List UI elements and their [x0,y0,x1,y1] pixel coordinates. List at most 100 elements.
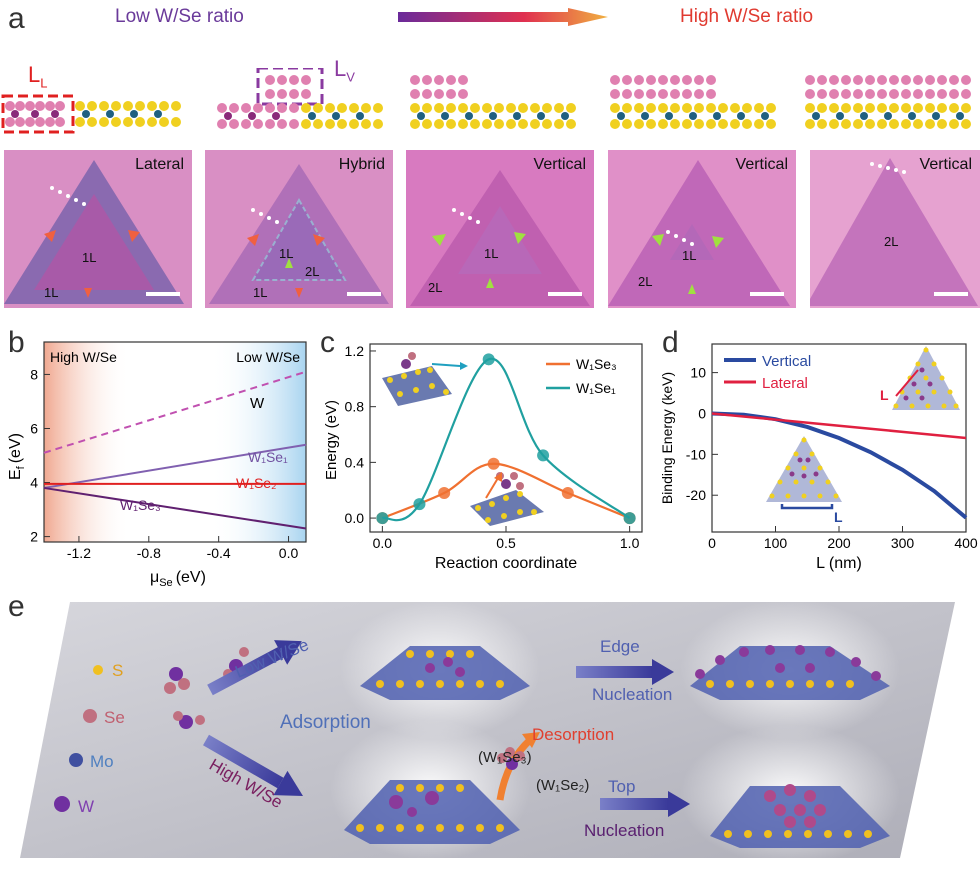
x-tick-label: 300 [891,535,915,551]
y-tick-label: 8 [30,366,38,382]
inset-lateral-triangle: L [880,346,960,410]
schematic-e: S Se Mo W [20,600,955,865]
s-atom-icon [93,665,103,675]
high-ws-region-label: High W/Se [50,349,117,365]
y-tick-label: 0.4 [345,454,365,470]
inset-l-label-lateral: L [880,387,889,403]
legend-w1se3: W₁Se₃ [576,356,617,372]
atom-legend [54,665,103,812]
x-tick-label: -0.4 [207,545,231,561]
line-label-w: W [250,395,265,412]
hybrid-model [217,68,383,129]
legend-s: S [112,661,123,680]
micro-image-hybrid: Hybrid 1L 2L 1L [205,150,393,308]
panel-b-label: b [8,326,25,359]
low-region-shade [210,342,306,542]
w1se2-label: (W₁Se₂) [536,777,589,794]
series-point-w1se3 [438,487,451,500]
layer-label: 1L [82,250,97,265]
vertical-model-3 [805,75,971,129]
y-tick-label: 0 [698,405,706,421]
y-tick-label: 10 [690,365,706,381]
chart-d-ylabel: Binding Energy (keV) [659,372,675,504]
series-point-w1se1 [376,512,389,525]
image-tag: Vertical [533,156,586,173]
inset-vertical-triangle: L [766,436,843,525]
series-point-w1se3 [561,487,574,500]
top-nucleation-label: Nucleation [584,821,664,840]
micro-image-vertical-2: Vertical 1L 2L [608,150,796,308]
layer-label: 1L [484,246,499,261]
layer-label: 2L [305,264,320,279]
cluster-edge [690,645,890,700]
inset-w1se1-structure [382,352,468,406]
lv-label: LV [334,56,355,85]
series-line-w1se1 [43,443,307,489]
legend-w1se1: W₁Se₁ [576,380,616,396]
low-ratio-label: Low W/Se ratio [115,6,244,27]
x-tick-label: 0.0 [373,535,393,551]
layer-label: 1L [279,246,294,261]
chart-b-frame [43,341,307,543]
ll-label: LL [28,62,48,91]
edge-label: Edge [600,637,640,656]
series-point-w1se1 [537,449,550,462]
series-line-lateral [711,412,967,440]
scale-bar [146,292,180,296]
y-tick-label: -10 [686,446,706,462]
x-tick-label: 400 [954,535,978,551]
legend-mo: Mo [90,752,114,771]
image-tag: Vertical [919,156,972,173]
top-label: Top [608,777,635,796]
chart-b-xlabel: μSe(eV) [150,569,206,589]
adsorption-label: Adsorption [280,712,371,733]
scale-bar [548,292,582,296]
mo-atom-icon [69,753,83,767]
chart-c-ylabel: Energy (eV) [323,400,340,480]
high-ws-arrow [203,734,303,796]
micro-image-vertical-1: Vertical 1L 2L [406,150,594,308]
cluster-high [344,780,520,844]
chart-d-xlabel: L (nm) [816,555,862,572]
low-ws-region-label: Low W/Se [236,349,300,365]
legend-lateral: Lateral [762,375,808,392]
layer-label: 2L [638,274,653,289]
micro-image-lateral: Lateral 1L 1L [4,150,192,308]
series-point-w1se1 [413,498,426,511]
y-tick-label: 2 [30,529,38,545]
y-tick-label: 4 [30,475,38,491]
image-tag: Lateral [135,156,184,173]
panel-e-label: e [8,590,25,623]
scale-bar [934,292,968,296]
y-tick-label: -20 [686,487,706,503]
micro-image-vertical-3: Vertical 2L [810,150,980,308]
w-atom-icon [54,796,70,812]
scale-bar [750,292,784,296]
edge-arrow [576,659,674,685]
y-tick-label: 6 [30,420,38,436]
y-tick-label: 0.0 [345,510,365,526]
line-label-w1se2: W₁Se₂ [236,475,277,491]
low-ws-arrow [207,640,302,696]
series-point-w1se3 [487,457,500,470]
legend-w: W [78,797,94,816]
panel-a-label: a [8,2,25,35]
y-tick-label: 0.8 [345,399,365,415]
layer-label: 1L [44,285,59,300]
series-line-w [43,370,307,454]
image-tag: Hybrid [338,156,385,173]
chart-c-xlabel: Reaction coordinate [435,555,577,572]
desorption-label: Desorption [532,725,614,744]
desorbed-molecule [497,747,525,770]
x-tick-label: 0.0 [279,545,299,561]
panel-d-label: d [662,326,679,359]
x-tick-label: 0 [708,535,716,551]
inset-w1se3-structure [470,472,544,526]
gas-molecules [164,647,249,729]
layer-label: 1L [253,285,268,300]
x-tick-label: 100 [764,535,788,551]
series-line-vertical [711,411,968,520]
